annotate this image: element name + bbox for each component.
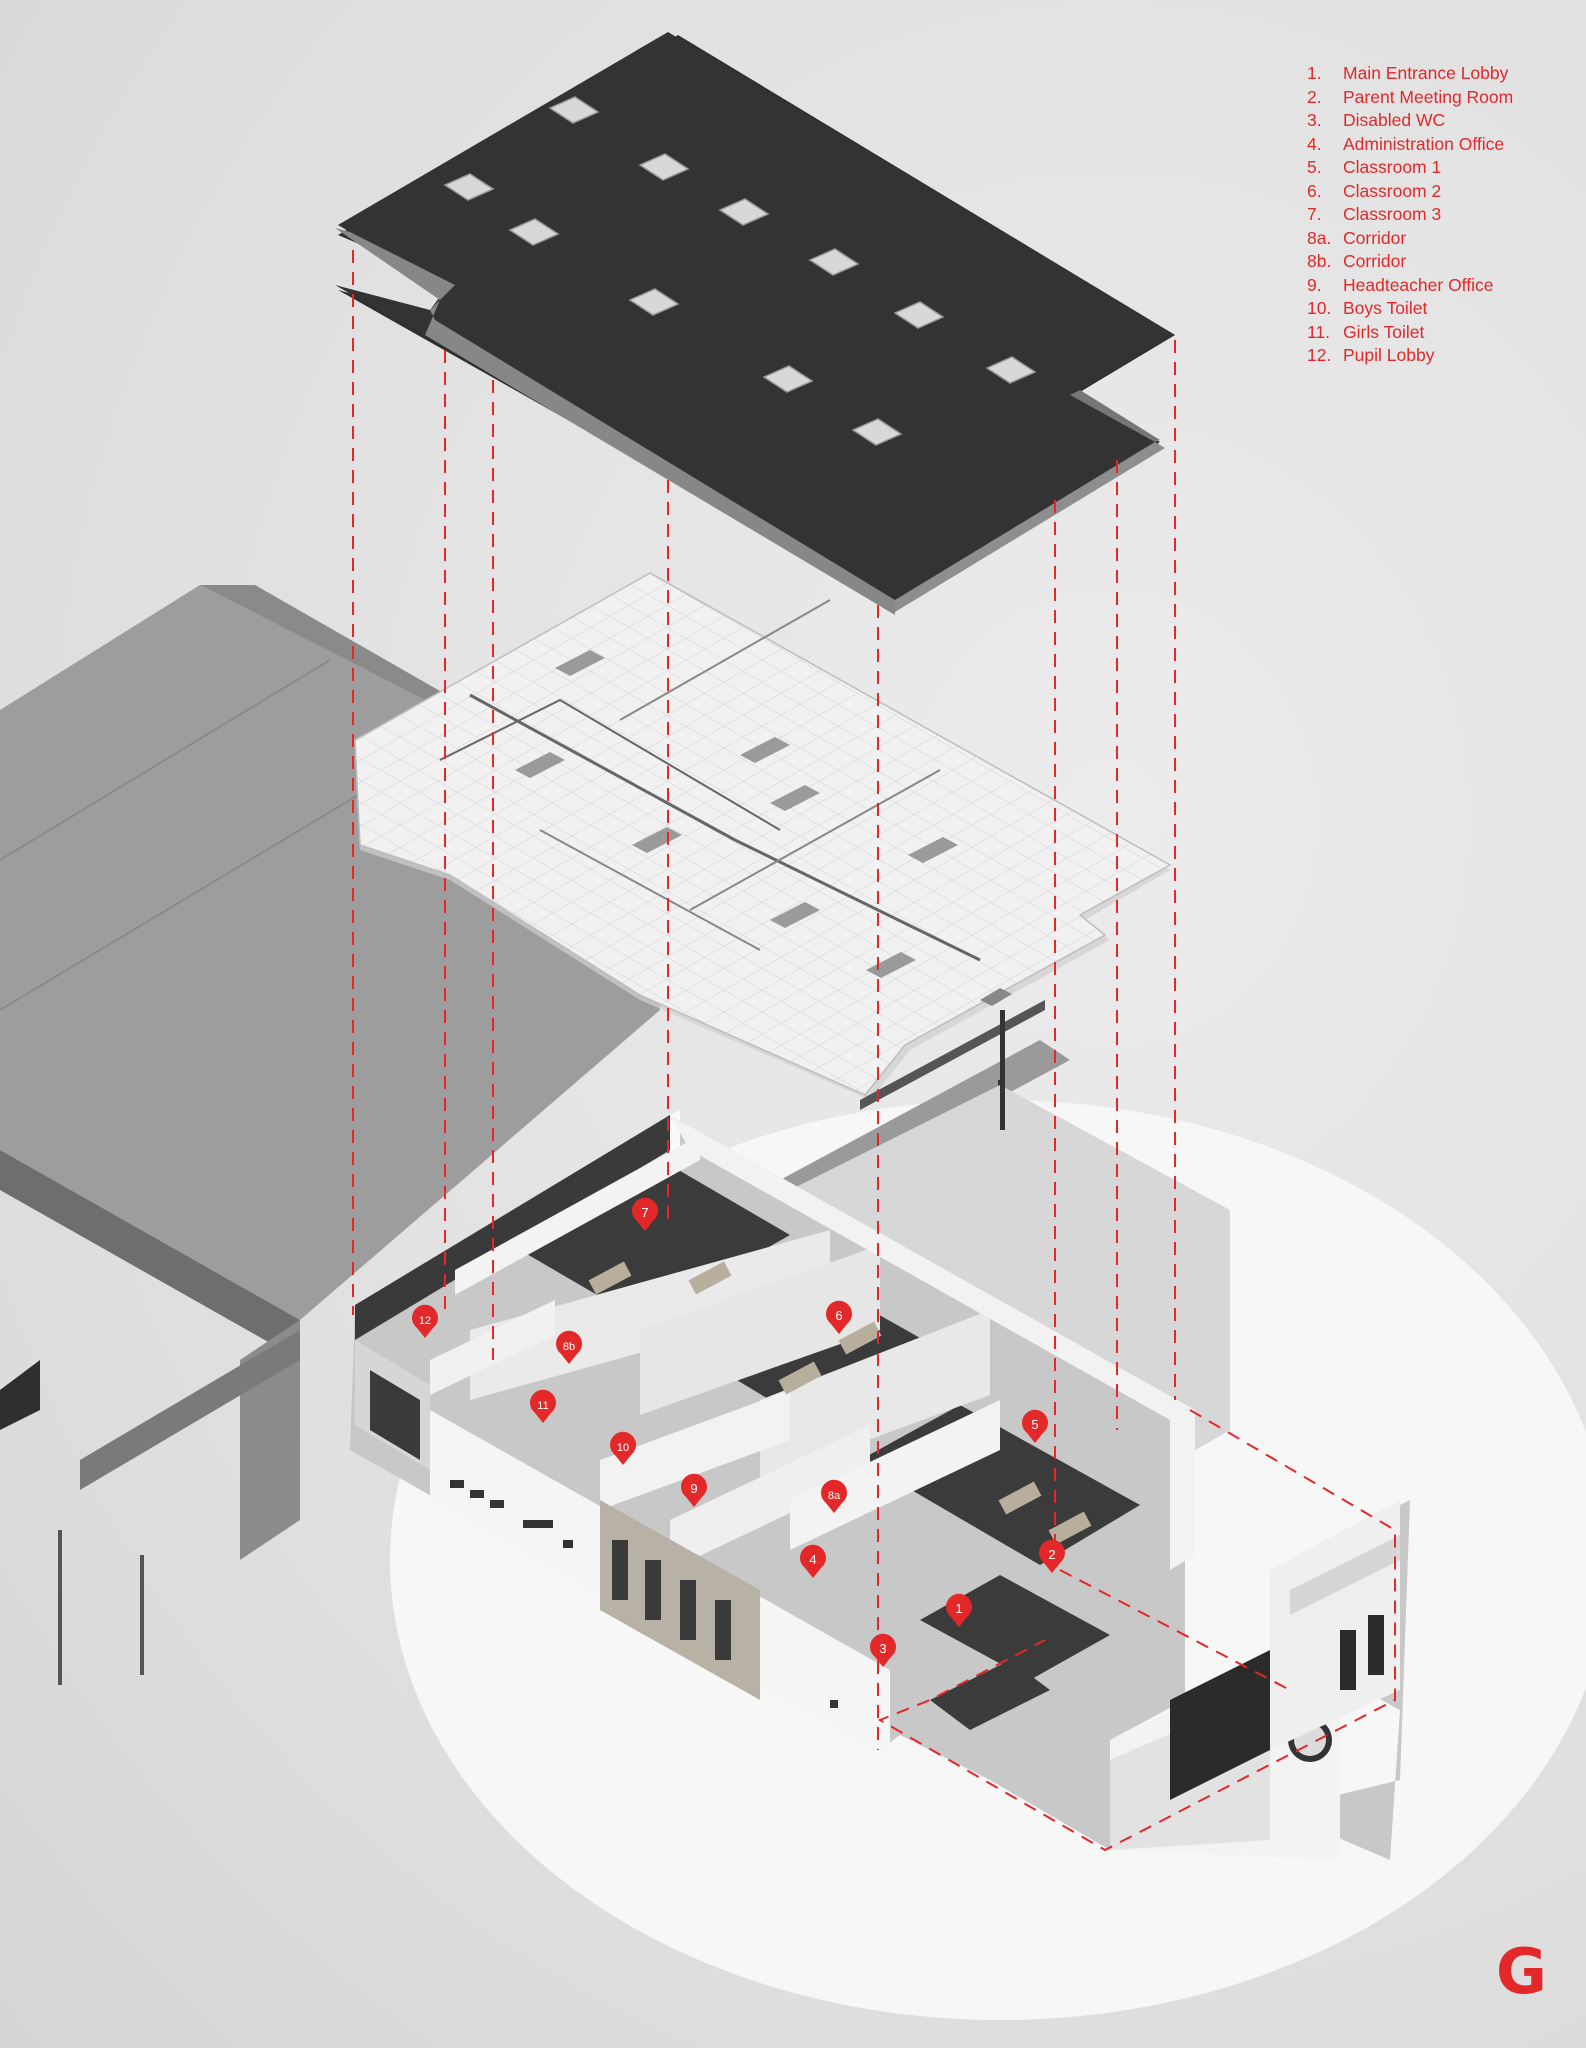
room-marker-1: 1 xyxy=(946,1593,972,1627)
room-marker-3-label: 3 xyxy=(879,1641,886,1656)
room-marker-11: 11 xyxy=(530,1389,556,1423)
room-marker-2: 2 xyxy=(1039,1539,1065,1573)
room-marker-7-label: 7 xyxy=(641,1205,648,1220)
legend-item-label: Classroom 1 xyxy=(1343,157,1442,177)
legend-item-label: Disabled WC xyxy=(1343,110,1446,130)
legend-item-number: 1. xyxy=(1307,63,1322,83)
legend-item-number: 8b. xyxy=(1307,251,1332,271)
legend-item: 8a. Corridor xyxy=(1307,227,1513,251)
legend-item-number: 6. xyxy=(1307,180,1322,201)
legend-item-label: Main Entrance Lobby xyxy=(1343,63,1509,83)
legend-item-number: 2. xyxy=(1307,86,1322,107)
ground-floor xyxy=(350,1110,1410,1860)
legend-item-number: 4. xyxy=(1307,133,1322,154)
legend-item-label: Pupil Lobby xyxy=(1343,345,1435,365)
room-marker-5: 5 xyxy=(1022,1409,1048,1443)
legend-item-label: Classroom 2 xyxy=(1343,180,1442,201)
room-marker-10: 10 xyxy=(610,1431,636,1465)
projection-lines xyxy=(352,250,1396,1852)
room-marker-10-label: 10 xyxy=(617,1442,629,1454)
legend-item-label: Boys Toilet xyxy=(1343,298,1428,318)
room-marker-4: 4 xyxy=(800,1544,826,1578)
legend-item: 2. Parent Meeting Room xyxy=(1307,86,1513,110)
legend-item-label: Girls Toilet xyxy=(1343,321,1425,342)
legend-item-number: 10. xyxy=(1307,298,1332,318)
room-marker-12: 12 xyxy=(412,1304,438,1338)
room-legend: 1. Main Entrance Lobby 2. Parent Meeting R… xyxy=(1307,62,1513,368)
legend-item-number: 8a. xyxy=(1307,227,1332,248)
legend-item-number: 5. xyxy=(1307,157,1322,177)
room-marker-12-label: 12 xyxy=(419,1315,431,1327)
room-markers: 1 2 3 4 5 6 7 8a 8b 9 10 11 12 xyxy=(412,1197,1065,1667)
room-marker-7: 7 xyxy=(632,1197,658,1231)
room-marker-8b-label: 8b xyxy=(563,1341,575,1353)
legend-item: 6. Classroom 2 xyxy=(1307,180,1513,204)
legend-item: 10. Boys Toilet xyxy=(1307,297,1513,321)
room-marker-6-label: 6 xyxy=(835,1308,842,1323)
legend-item-number: 11. xyxy=(1307,321,1331,342)
room-marker-8b: 8b xyxy=(556,1330,582,1364)
legend-item: 5. Classroom 1 xyxy=(1307,156,1513,180)
room-marker-11-label: 11 xyxy=(537,1400,548,1412)
legend-item-label: Parent Meeting Room xyxy=(1343,86,1514,107)
brand-logo: G xyxy=(1496,1935,1547,2008)
room-marker-2-label: 2 xyxy=(1048,1547,1055,1562)
legend-item-label: Headteacher Office xyxy=(1343,274,1494,295)
room-marker-8a-label: 8a xyxy=(828,1490,841,1502)
legend-item-number: 12. xyxy=(1307,345,1332,365)
legend-item: 8b. Corridor xyxy=(1307,250,1513,274)
room-marker-8a: 8a xyxy=(821,1479,847,1513)
legend-item-label: Corridor xyxy=(1343,251,1407,271)
legend-item-label: Corridor xyxy=(1343,227,1407,248)
room-marker-4-label: 4 xyxy=(809,1552,816,1567)
ceiling-grid xyxy=(354,572,1172,1130)
legend-item: 1. Main Entrance Lobby xyxy=(1307,62,1513,86)
roof xyxy=(335,32,1175,615)
room-marker-3: 3 xyxy=(870,1633,896,1667)
legend-item: 12. Pupil Lobby xyxy=(1307,344,1513,368)
room-marker-1-label: 1 xyxy=(955,1601,962,1616)
room-marker-6: 6 xyxy=(826,1300,852,1334)
legend-item: 4. Administration Office xyxy=(1307,133,1513,157)
room-marker-9-label: 9 xyxy=(690,1481,697,1496)
legend-item: 3. Disabled WC xyxy=(1307,109,1513,133)
room-marker-9: 9 xyxy=(681,1473,707,1507)
legend-item: 11. Girls Toilet xyxy=(1307,321,1513,345)
legend-item-number: 3. xyxy=(1307,110,1322,130)
legend-item-number: 9. xyxy=(1307,274,1322,295)
legend-item-number: 7. xyxy=(1307,204,1322,224)
legend-item: 7. Classroom 3 xyxy=(1307,203,1513,227)
room-marker-5-label: 5 xyxy=(1031,1417,1038,1432)
legend-item: 9. Headteacher Office xyxy=(1307,274,1513,298)
legend-item-label: Classroom 3 xyxy=(1343,204,1442,224)
legend-item-label: Administration Office xyxy=(1343,133,1505,154)
